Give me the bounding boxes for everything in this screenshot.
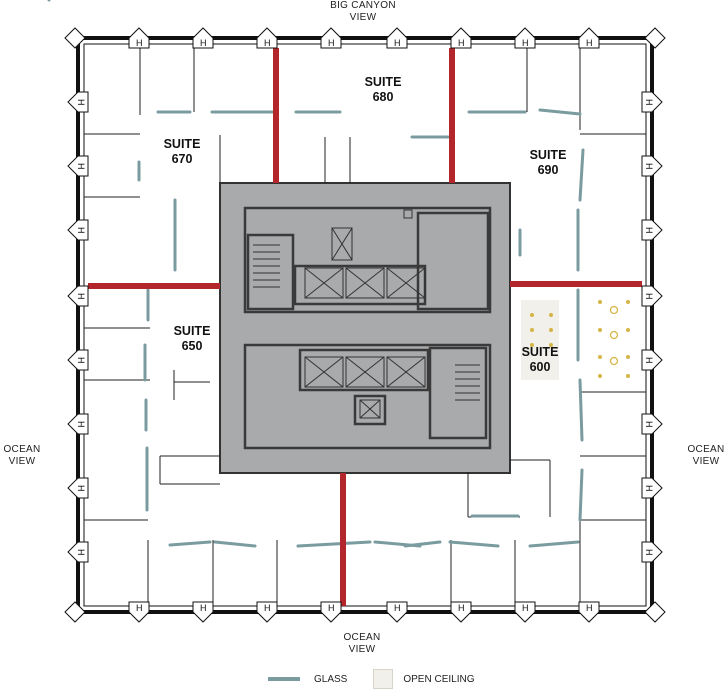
- view-left-line2: VIEW: [8, 456, 36, 467]
- suite-600-label: SUITE 600: [508, 345, 572, 375]
- legend-open-ceiling-label: OPEN CEILING: [403, 673, 475, 685]
- ceiling-lights: [530, 300, 630, 378]
- svg-text:H: H: [76, 485, 86, 492]
- suite-690-word: SUITE: [529, 148, 567, 162]
- svg-text:H: H: [644, 227, 654, 234]
- open-ceiling-area: [521, 300, 559, 380]
- svg-text:H: H: [136, 603, 143, 613]
- suite-650-number: 650: [181, 339, 203, 353]
- svg-text:H: H: [76, 293, 86, 300]
- svg-text:H: H: [394, 603, 401, 613]
- view-label-bottom: OCEAN VIEW: [334, 632, 390, 656]
- svg-text:H: H: [586, 603, 593, 613]
- svg-text:H: H: [586, 38, 593, 48]
- interior-walls: [84, 44, 646, 606]
- svg-text:H: H: [522, 603, 529, 613]
- svg-text:H: H: [136, 38, 143, 48]
- svg-text:H: H: [644, 99, 654, 106]
- suite-600-word: SUITE: [521, 345, 559, 359]
- svg-text:H: H: [328, 603, 335, 613]
- svg-text:H: H: [458, 38, 465, 48]
- svg-text:H: H: [644, 485, 654, 492]
- svg-text:H: H: [200, 38, 207, 48]
- column-markers: H H H H H H H H H H H H H H H H H H H H …: [64, 27, 666, 623]
- stairs-upper: [253, 244, 280, 288]
- svg-text:H: H: [394, 38, 401, 48]
- svg-text:H: H: [644, 293, 654, 300]
- svg-text:H: H: [328, 38, 335, 48]
- svg-text:H: H: [264, 38, 271, 48]
- open-ceiling-swatch: [373, 669, 394, 689]
- stairs-lower: [455, 364, 480, 401]
- legend: GLASS OPEN CEILING: [268, 669, 475, 689]
- svg-text:H: H: [644, 421, 654, 428]
- suite-650-label: SUITE 650: [160, 324, 224, 354]
- view-bottom-line1: OCEAN: [343, 632, 381, 643]
- view-label-top: BIG CANYON VIEW: [318, 0, 408, 24]
- suite-670-number: 670: [171, 152, 193, 166]
- view-bottom-line2: VIEW: [348, 644, 376, 655]
- view-top-line2: VIEW: [349, 12, 377, 23]
- svg-text:H: H: [644, 163, 654, 170]
- svg-text:H: H: [264, 603, 271, 613]
- view-label-right: OCEAN VIEW: [684, 444, 728, 468]
- svg-text:H: H: [644, 549, 654, 556]
- svg-text:H: H: [76, 549, 86, 556]
- svg-text:H: H: [76, 357, 86, 364]
- elevators-upper: [304, 209, 426, 299]
- view-top-line1: BIG CANYON: [330, 0, 396, 11]
- suite-650-word: SUITE: [173, 324, 211, 338]
- svg-text:H: H: [458, 603, 465, 613]
- svg-text:H: H: [200, 603, 207, 613]
- svg-text:H: H: [76, 99, 86, 106]
- suite-670-label: SUITE 670: [150, 137, 214, 167]
- core-lower: [243, 343, 492, 450]
- demising-walls: [88, 48, 642, 606]
- view-label-left: OCEAN VIEW: [0, 444, 44, 468]
- svg-text:H: H: [644, 357, 654, 364]
- view-right-line2: VIEW: [692, 456, 720, 467]
- suite-680-label: SUITE 680: [351, 75, 415, 105]
- elevators-lower: [304, 356, 426, 419]
- suite-690-label: SUITE 690: [516, 148, 580, 178]
- legend-glass-label: GLASS: [314, 673, 348, 685]
- suite-690-number: 690: [537, 163, 559, 177]
- view-left-line1: OCEAN: [3, 444, 41, 455]
- glass-swatch: [268, 677, 300, 681]
- suite-680-number: 680: [372, 90, 394, 104]
- view-right-line1: OCEAN: [687, 444, 725, 455]
- exterior-wall: [76, 36, 654, 614]
- suite-680-word: SUITE: [364, 75, 402, 89]
- svg-text:H: H: [76, 421, 86, 428]
- svg-text:H: H: [76, 163, 86, 170]
- suite-670-word: SUITE: [163, 137, 201, 151]
- svg-text:H: H: [522, 38, 529, 48]
- suite-600-number: 600: [529, 360, 551, 374]
- ceiling-light-rings: [609, 305, 619, 366]
- svg-text:H: H: [76, 227, 86, 234]
- glass-partitions: [47, 0, 585, 548]
- building-core: [219, 182, 511, 474]
